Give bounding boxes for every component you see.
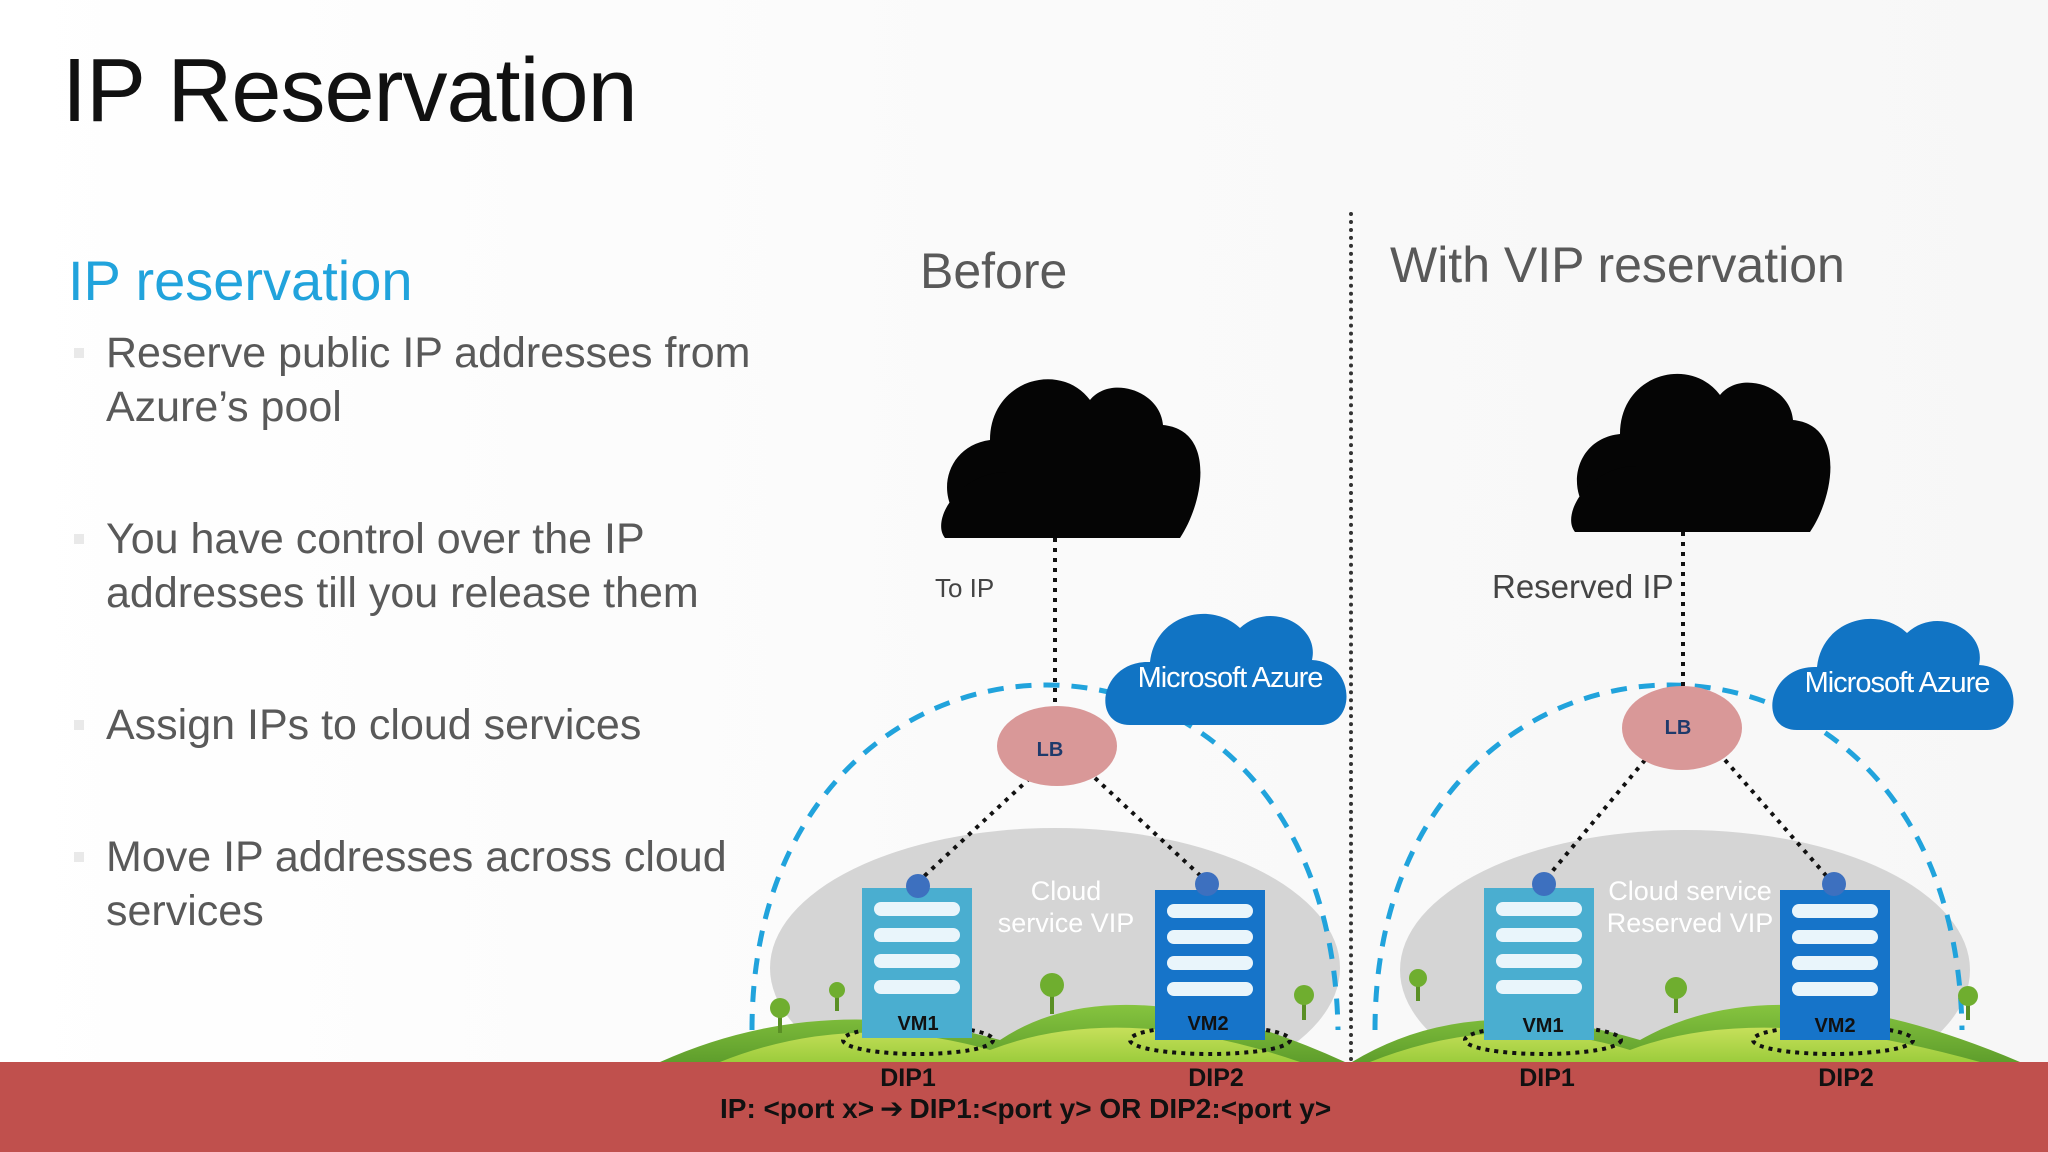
load-balancer [1622, 686, 1742, 770]
vm2-server-icon [1780, 872, 1890, 1040]
azure-cloud-icon [1772, 618, 2014, 730]
dip-ring [1751, 1024, 1915, 1056]
vm2-server-icon [1155, 872, 1265, 1040]
lb-label: LB [1665, 717, 1692, 739]
load-balancer [997, 706, 1117, 786]
vm2-label: VM2 [1187, 1013, 1228, 1035]
bullet-item: You have control over the IP addresses t… [72, 512, 812, 620]
footer-bar [0, 1062, 2048, 1152]
dip2-label: DIP2 [1188, 1064, 1244, 1092]
mapping-target: DIP1:<port y> OR DIP2:<port y> [909, 1093, 1332, 1124]
cloud-service-label: service VIP [998, 908, 1135, 938]
connection-line [1543, 758, 1647, 882]
panel-divider [1349, 212, 1353, 1062]
connection-line [1723, 758, 1832, 882]
mapping-source: IP: <port x> [720, 1093, 875, 1124]
azure-cloud-icon [1105, 613, 1347, 725]
bullet-item: Assign IPs to cloud services [72, 698, 641, 752]
before-heading: Before [920, 243, 1068, 299]
dip-ring [1128, 1024, 1292, 1056]
vm2-label: VM2 [1814, 1015, 1855, 1037]
page-title: IP Reservation [62, 41, 638, 141]
dip1-label: DIP1 [880, 1064, 936, 1092]
vm1-label: VM1 [1522, 1015, 1563, 1037]
lb-label: LB [1037, 739, 1064, 761]
ip-label: To IP [935, 573, 994, 603]
ip-label: Reserved IP [1492, 568, 1674, 605]
port-mapping-note: IP: <port x>➔DIP1:<port y> OR DIP2:<port… [720, 1092, 1331, 1125]
dip1-label: DIP1 [1519, 1064, 1575, 1092]
internet-cloud-icon [1576, 373, 1831, 532]
cloud-service-label: Cloud [1031, 876, 1102, 906]
cloud-service-label: Reserved VIP [1607, 908, 1774, 938]
vm1-server-icon [862, 874, 972, 1038]
vm1-label: VM1 [897, 1013, 938, 1035]
azure-label: Microsoft Azure [1805, 667, 1990, 699]
after-panel: Microsoft Azure LB Reserved IP Cloud ser… [1352, 373, 2020, 1110]
vm1-server-icon [1484, 872, 1594, 1040]
cloud-service-label: Cloud service [1608, 876, 1772, 906]
dashed-dome [749, 682, 1341, 1031]
azure-label: Microsoft Azure [1138, 662, 1323, 694]
bullet-item: Reserve public IP addresses from Azure’s… [72, 326, 812, 434]
tree-icon [770, 973, 1314, 1033]
internet-cloud-icon [947, 379, 1201, 538]
section-heading: IP reservation [68, 249, 413, 312]
right-arrow-icon: ➔ [880, 1093, 904, 1124]
before-panel: Microsoft Azure LB To IP Cloud service V… [660, 379, 1347, 1108]
bullet-item: Move IP addresses across cloud services [72, 830, 812, 938]
tree-icon [1409, 969, 1978, 1020]
dashed-dome [1372, 682, 1965, 1031]
dip2-label: DIP2 [1818, 1064, 1874, 1092]
after-heading: With VIP reservation [1390, 237, 1845, 293]
